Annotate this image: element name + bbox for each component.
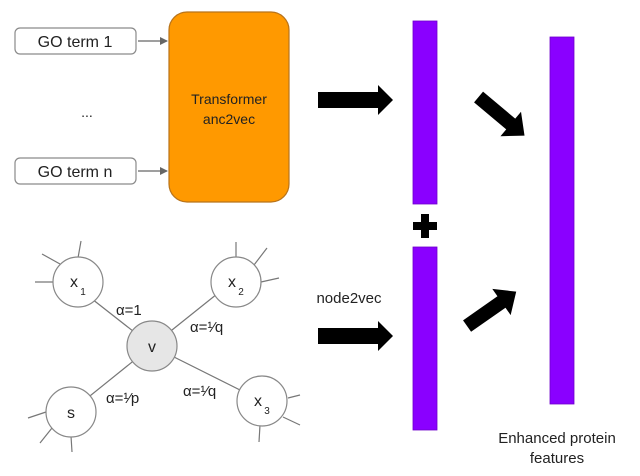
edge-stub (77, 240, 82, 259)
edge-stub (41, 253, 61, 265)
go-term-1-box: GO term 1 (14, 27, 137, 55)
ellipsis-text: ... (81, 104, 93, 120)
plus-icon (413, 214, 437, 238)
go-term-n-box: GO term n (14, 157, 137, 185)
go-term-n-label: GO term n (38, 164, 113, 181)
output-caption-line2: features (530, 450, 584, 467)
anc2vec-vector (412, 20, 438, 205)
edge-stub (282, 416, 301, 426)
edge-stub (287, 394, 301, 399)
node-x3-subscript: 3 (264, 406, 270, 417)
output-caption-line1: Enhanced protein (498, 430, 616, 447)
node-x2-label: x (228, 274, 236, 291)
node-x3: x 3 (236, 375, 288, 427)
node-s-label: s (67, 405, 75, 422)
node-v: v (126, 320, 178, 372)
node-s: s (45, 386, 97, 438)
edge-label-v-x2: α=¹⁄q (190, 319, 223, 336)
node-x2: x 2 (210, 256, 262, 308)
transformer-label-line2: anc2vec (203, 111, 255, 127)
edge-label-v-s: α=¹⁄p (106, 390, 139, 407)
arrow-diagonal-down (474, 91, 525, 137)
transformer-box: Transformer anc2vec (168, 11, 290, 203)
edge-stub (39, 427, 53, 444)
arrow-diagonal-up (463, 288, 517, 332)
edge-stub (260, 277, 280, 283)
node-x1-subscript: 1 (80, 287, 86, 298)
edge-stub (253, 247, 268, 266)
edge-stub (258, 424, 261, 443)
transformer-label-line1: Transformer (191, 91, 267, 107)
node2vec-vector (412, 246, 438, 431)
edge-label-v-x3: α=¹⁄q (183, 383, 216, 400)
arrow-right-bottom (318, 321, 393, 351)
edge-stub (27, 411, 47, 419)
go-term-1-label: GO term 1 (38, 34, 113, 51)
node-x1: x 1 (52, 256, 104, 308)
node-x2-subscript: 2 (238, 287, 244, 298)
node-x1-label: x (70, 274, 78, 291)
edge-label-v-x1: α=1 (116, 302, 142, 319)
node2vec-label: node2vec (316, 290, 382, 307)
node-v-label: v (148, 339, 156, 356)
enhanced-feature-vector (549, 36, 575, 405)
node-x3-label: x (254, 393, 262, 410)
arrow-right-top (318, 85, 393, 115)
edge-stub (70, 435, 73, 453)
